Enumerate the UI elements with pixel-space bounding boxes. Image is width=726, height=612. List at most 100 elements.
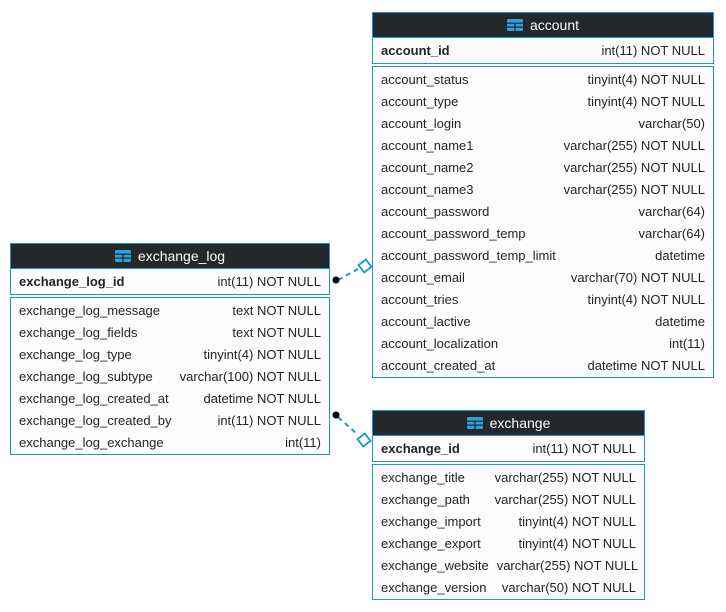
field-row[interactable]: account_created_at datetime NOT NULL (373, 354, 713, 376)
field-row[interactable]: exchange_log_subtype varchar(100) NOT NU… (11, 365, 329, 387)
field-row[interactable]: exchange_import tinyint(4) NOT NULL (373, 510, 644, 532)
table-icon (114, 250, 131, 262)
field-type: varchar(255) NOT NULL (494, 491, 636, 507)
pk-field-name: account_id (381, 43, 450, 58)
field-name: account_lactive (381, 313, 471, 329)
field-type: int(11) (285, 434, 321, 450)
pk-field-type: int(11) NOT NULL (532, 441, 636, 456)
fields-section: exchange_title varchar(255) NOT NULL exc… (372, 464, 645, 600)
field-name: account_tries (381, 291, 459, 307)
table-header[interactable]: exchange_log (10, 243, 330, 269)
field-type: tinyint(4) NOT NULL (518, 513, 636, 529)
field-row[interactable]: account_login varchar(50) (373, 112, 713, 134)
field-name: exchange_import (381, 513, 481, 529)
relation-line[interactable] (337, 416, 358, 435)
field-row[interactable]: exchange_log_message text NOT NULL (11, 299, 329, 321)
field-type: datetime (655, 247, 705, 263)
relation-exchange_log-account[interactable] (332, 258, 373, 284)
field-row[interactable]: account_email varchar(70) NOT NULL (373, 266, 713, 288)
pk-row[interactable]: account_id int(11) NOT NULL (372, 38, 714, 64)
field-type: int(11) (669, 335, 705, 351)
field-type: tinyint(4) NOT NULL (203, 346, 321, 362)
field-name: account_password (381, 203, 490, 219)
field-name: exchange_title (381, 469, 465, 485)
field-name: exchange_log_created_at (19, 390, 169, 406)
field-row[interactable]: account_localization int(11) (373, 332, 713, 354)
field-row[interactable]: exchange_log_created_at datetime NOT NUL… (11, 387, 329, 409)
field-row[interactable]: account_password_temp varchar(64) (373, 222, 713, 244)
field-row[interactable]: exchange_export tinyint(4) NOT NULL (373, 532, 644, 554)
table-account[interactable]: account account_id int(11) NOT NULL acco… (372, 12, 714, 378)
field-name: account_name3 (381, 181, 474, 197)
relation-endpoint-dot (332, 276, 340, 284)
field-row[interactable]: account_name1 varchar(255) NOT NULL (373, 134, 713, 156)
field-type: datetime (655, 313, 705, 329)
pk-row[interactable]: exchange_log_id int(11) NOT NULL (10, 269, 330, 295)
field-row[interactable]: exchange_log_fields text NOT NULL (11, 321, 329, 343)
field-name: exchange_log_exchange (19, 434, 164, 450)
field-type: datetime NOT NULL (587, 357, 705, 373)
field-name: account_localization (381, 335, 499, 351)
field-type: varchar(64) (638, 203, 705, 219)
relation-exchange_log-exchange[interactable] (332, 411, 372, 448)
field-type: varchar(255) NOT NULL (496, 557, 639, 573)
table-header[interactable]: account (372, 12, 714, 38)
table-title: account (529, 17, 580, 33)
field-name: exchange_log_type (19, 346, 132, 362)
fields-section: account_status tinyint(4) NOT NULL accou… (372, 66, 714, 378)
field-name: exchange_website (381, 557, 489, 573)
field-type: datetime NOT NULL (203, 390, 321, 406)
field-row[interactable]: account_password varchar(64) (373, 200, 713, 222)
table-exchange_log[interactable]: exchange_log exchange_log_id int(11) NOT… (10, 243, 330, 455)
field-name: exchange_log_fields (19, 324, 138, 340)
field-type: varchar(100) NOT NULL (179, 368, 321, 384)
field-row[interactable]: account_lactive datetime (373, 310, 713, 332)
field-type: varchar(50) NOT NULL (501, 579, 636, 595)
pk-row[interactable]: exchange_id int(11) NOT NULL (372, 436, 645, 462)
relation-line[interactable] (337, 268, 359, 281)
field-row[interactable]: exchange_path varchar(255) NOT NULL (373, 488, 644, 510)
table-header[interactable]: exchange (372, 410, 645, 436)
field-name: exchange_log_subtype (19, 368, 153, 384)
field-type: varchar(50) (638, 115, 705, 131)
relation-endpoint-dot (332, 411, 340, 419)
field-row[interactable]: exchange_version varchar(50) NOT NULL (373, 576, 644, 598)
table-exchange[interactable]: exchange exchange_id int(11) NOT NULL ex… (372, 410, 645, 600)
field-type: varchar(255) NOT NULL (563, 159, 705, 175)
field-name: account_login (381, 115, 462, 131)
field-name: account_name2 (381, 159, 474, 175)
field-row[interactable]: account_name2 varchar(255) NOT NULL (373, 156, 713, 178)
field-row[interactable]: account_name3 varchar(255) NOT NULL (373, 178, 713, 200)
field-name: account_email (381, 269, 465, 285)
field-name: exchange_export (381, 535, 481, 551)
field-row[interactable]: exchange_log_created_by int(11) NOT NULL (11, 409, 329, 431)
field-name: exchange_log_message (19, 302, 160, 318)
field-name: exchange_path (381, 491, 470, 507)
field-type: text NOT NULL (232, 302, 321, 318)
field-type: varchar(255) NOT NULL (563, 137, 705, 153)
relation-endpoint-diamond (357, 258, 373, 274)
field-type: tinyint(4) NOT NULL (587, 291, 705, 307)
field-row[interactable]: account_tries tinyint(4) NOT NULL (373, 288, 713, 310)
field-name: account_created_at (381, 357, 496, 373)
field-row[interactable]: account_status tinyint(4) NOT NULL (373, 68, 713, 90)
field-row[interactable]: exchange_title varchar(255) NOT NULL (373, 466, 644, 488)
fields-section: exchange_log_message text NOT NULL excha… (10, 297, 330, 455)
field-name: account_password_temp_limit (381, 247, 556, 263)
field-row[interactable]: exchange_log_exchange int(11) (11, 431, 329, 453)
field-type: tinyint(4) NOT NULL (587, 93, 705, 109)
pk-field-name: exchange_id (381, 441, 460, 456)
field-type: varchar(255) NOT NULL (563, 181, 705, 197)
pk-field-type: int(11) NOT NULL (217, 274, 321, 289)
field-row[interactable]: account_type tinyint(4) NOT NULL (373, 90, 713, 112)
field-row[interactable]: exchange_website varchar(255) NOT NULL (373, 554, 644, 576)
field-type: varchar(255) NOT NULL (494, 469, 636, 485)
table-icon (466, 417, 483, 429)
field-type: tinyint(4) NOT NULL (518, 535, 636, 551)
field-row[interactable]: account_password_temp_limit datetime (373, 244, 713, 266)
field-row[interactable]: exchange_log_type tinyint(4) NOT NULL (11, 343, 329, 365)
field-type: varchar(70) NOT NULL (570, 269, 705, 285)
table-title: exchange (489, 415, 551, 431)
field-name: account_status (381, 71, 469, 87)
